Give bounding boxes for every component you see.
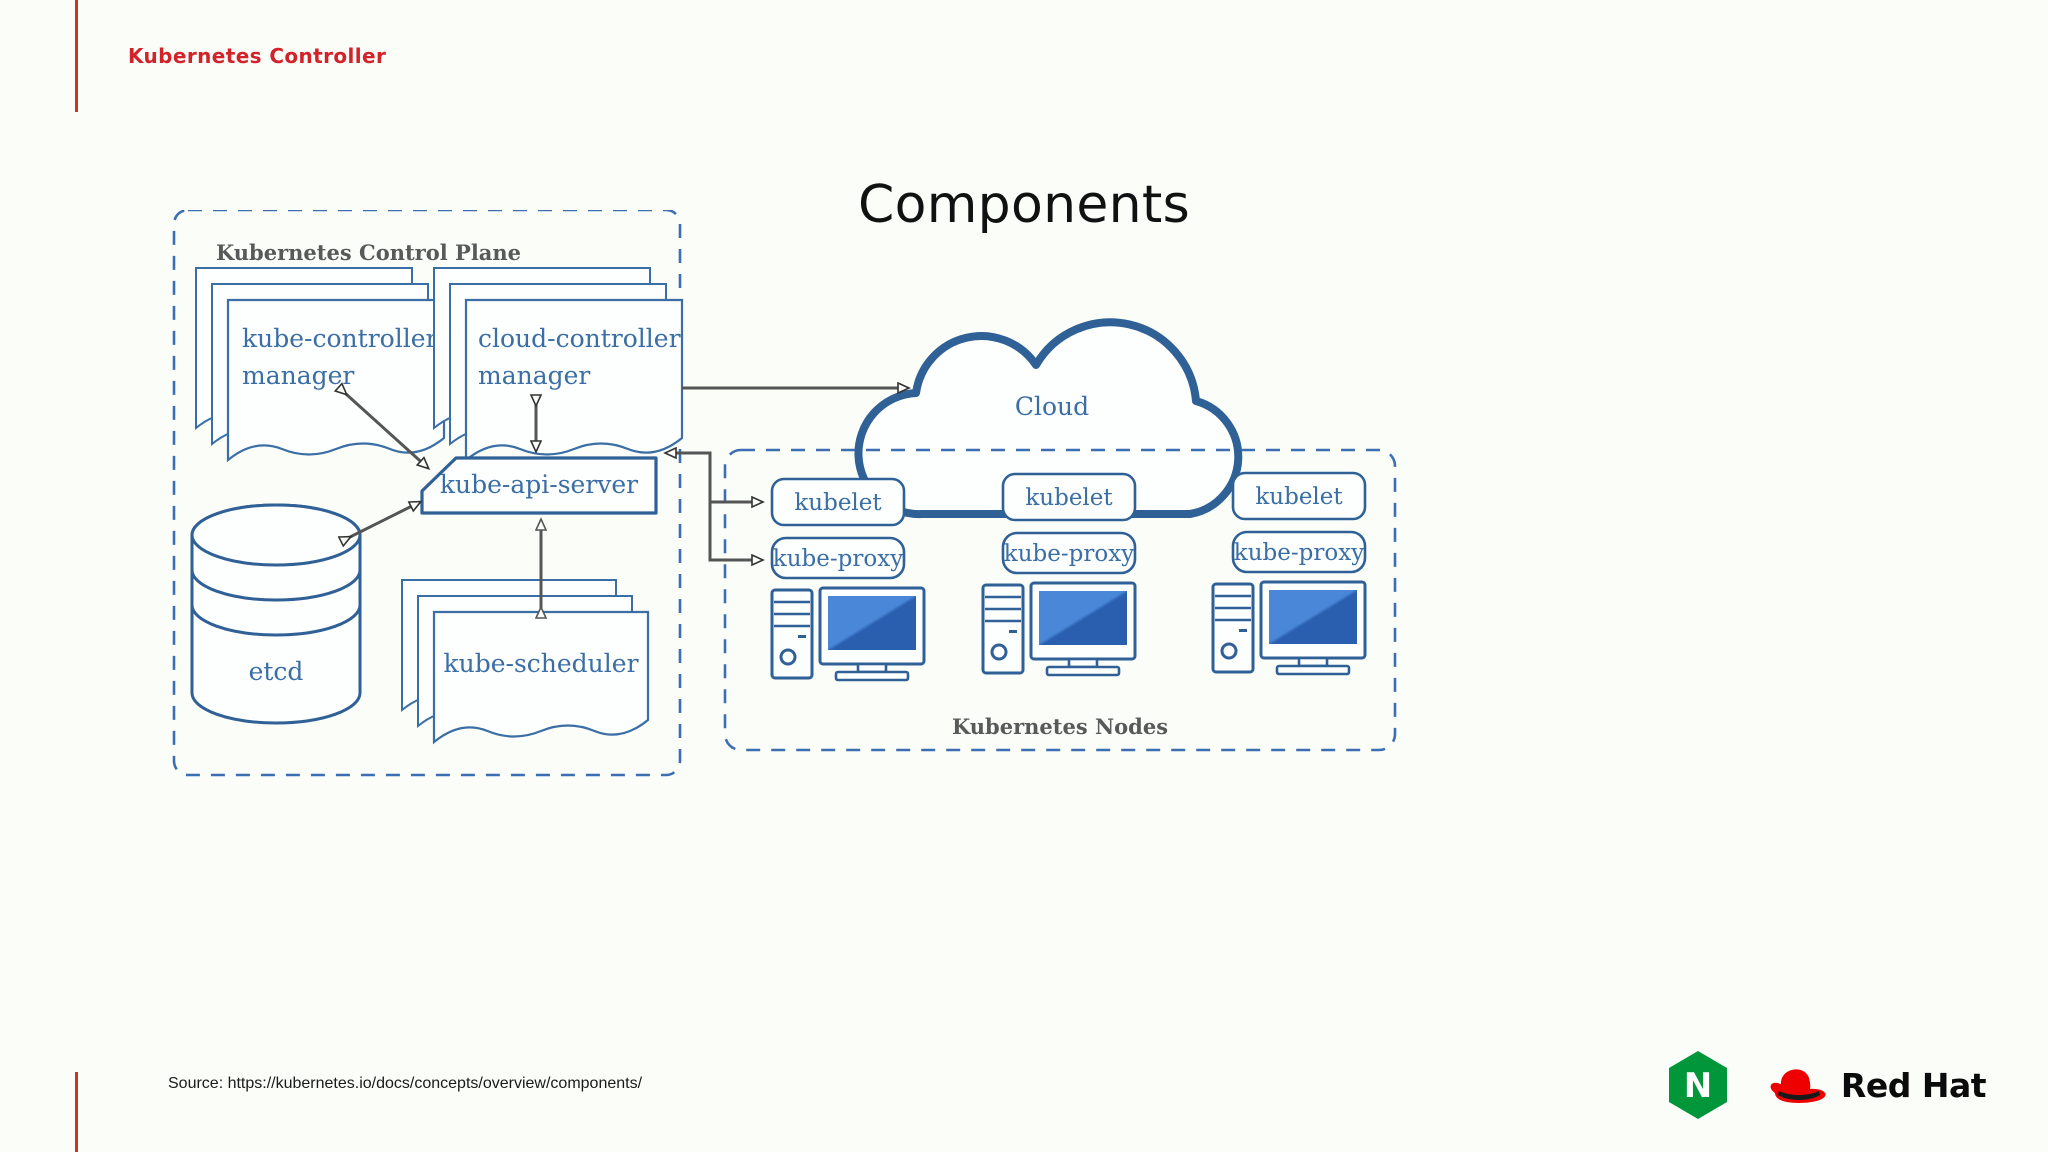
api-server-shape bbox=[420, 456, 658, 515]
doc-front bbox=[432, 610, 650, 745]
node-1[interactable]: kubelet kube-proxy bbox=[770, 477, 926, 682]
node-3-kubelet-label: kubelet bbox=[1255, 484, 1343, 510]
node-1-kube-proxy-label: kube-proxy bbox=[773, 546, 903, 572]
node-1-kubelet-label: kubelet bbox=[794, 490, 882, 516]
source-caption: Source: https://kubernetes.io/docs/conce… bbox=[168, 1075, 643, 1092]
kube-controller-manager-label-line1: kube-controller bbox=[242, 324, 437, 353]
red-hat-fedora-icon bbox=[1770, 1069, 1826, 1103]
arrow-node-to-apiserver-trunk bbox=[666, 453, 712, 502]
node-3[interactable]: kubelet kube-proxy bbox=[1211, 471, 1367, 676]
etcd-ring-2 bbox=[190, 604, 362, 637]
node-3-kube-proxy-label: kube-proxy bbox=[1234, 540, 1364, 566]
page-title: Components bbox=[858, 175, 1190, 235]
arrow-etcd-apiserver bbox=[350, 500, 420, 537]
node-2[interactable]: kubelet kube-proxy bbox=[981, 472, 1137, 677]
etcd-ring-1 bbox=[190, 569, 362, 602]
group-control-plane: Kubernetes Control Plane bbox=[172, 210, 682, 777]
etcd-top bbox=[190, 503, 362, 567]
component-kube-api-server[interactable]: kube-api-server bbox=[420, 456, 658, 515]
arrow-kubeproxy-to-apiserver bbox=[708, 500, 762, 560]
control-plane-border bbox=[172, 210, 682, 777]
nginx-hexagon bbox=[1668, 1051, 1727, 1119]
doc-front bbox=[464, 298, 684, 463]
component-kube-scheduler[interactable]: kube-scheduler bbox=[401, 579, 650, 745]
cloud-label: Cloud bbox=[1015, 392, 1089, 421]
node-1-kubelet-box[interactable] bbox=[770, 477, 906, 527]
node-2-kube-proxy-label: kube-proxy bbox=[1004, 541, 1134, 567]
node-3-kube-proxy-box[interactable] bbox=[1231, 530, 1367, 574]
component-etcd[interactable]: etcd bbox=[190, 503, 362, 725]
control-plane-label: Kubernetes Control Plane bbox=[216, 240, 521, 265]
kube-controller-manager-label-line2: manager bbox=[242, 361, 354, 390]
connections bbox=[346, 388, 908, 608]
page-eyebrow-title: Kubernetes Controller bbox=[128, 44, 387, 68]
node-1-kube-proxy-box[interactable] bbox=[770, 536, 906, 580]
node-2-computer-icon bbox=[981, 581, 1137, 677]
cloud-controller-manager-label-line2: manager bbox=[478, 361, 590, 390]
node-1-computer-icon bbox=[770, 586, 926, 682]
etcd-label: etcd bbox=[249, 657, 304, 686]
nodes-label: Kubernetes Nodes bbox=[952, 714, 1168, 739]
group-kubernetes-nodes: Kubernetes Nodes bbox=[723, 448, 1397, 752]
node-3-computer-icon bbox=[1211, 580, 1367, 676]
node-3-kubelet-box[interactable] bbox=[1231, 471, 1367, 521]
component-cloud-controller-manager[interactable]: cloud-controller manager bbox=[433, 267, 684, 463]
cloud-controller-manager-label-line1: cloud-controller bbox=[478, 324, 681, 353]
nginx-logo: N bbox=[1667, 1050, 1729, 1120]
nginx-letter: N bbox=[1684, 1066, 1712, 1106]
kube-scheduler-label: kube-scheduler bbox=[443, 649, 638, 678]
red-hat-wordmark: Red Hat bbox=[1840, 1065, 1987, 1105]
node-2-kube-proxy-box[interactable] bbox=[1001, 531, 1137, 575]
component-kube-controller-manager[interactable]: kube-controller manager bbox=[195, 267, 446, 463]
accent-bar-bottom bbox=[75, 1072, 78, 1152]
red-hat-logo: Red Hat bbox=[1767, 1062, 1987, 1108]
footer-logos: N Red Hat bbox=[1667, 1050, 1987, 1120]
architecture-diagram: Kubernetes Control Plane kube-controller… bbox=[150, 210, 1900, 1000]
node-2-kubelet-label: kubelet bbox=[1025, 485, 1113, 511]
kube-api-server-label: kube-api-server bbox=[440, 470, 638, 499]
node-2-kubelet-box[interactable] bbox=[1001, 472, 1137, 522]
arrow-kcm-apiserver bbox=[346, 394, 428, 468]
accent-bar-top bbox=[75, 0, 78, 112]
nodes-border bbox=[723, 448, 1397, 752]
